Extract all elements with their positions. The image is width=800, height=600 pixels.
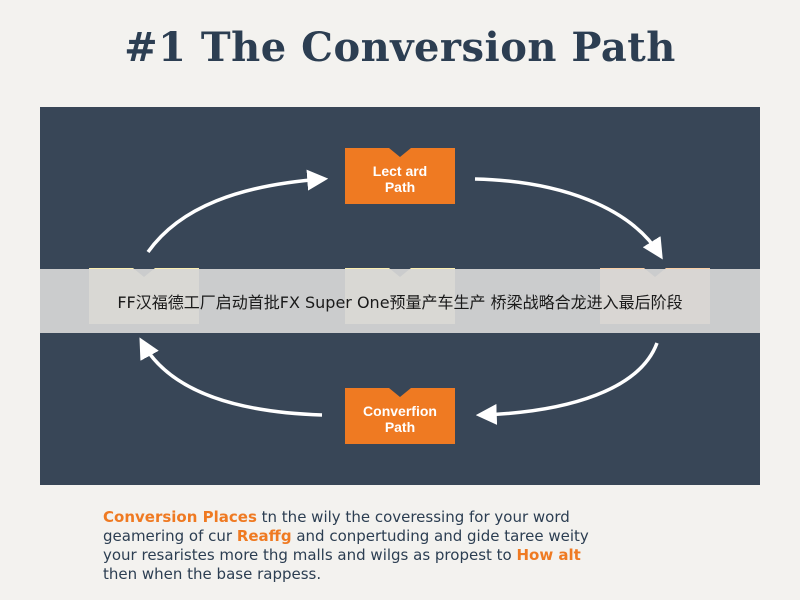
description-line: Conversion Places tn the wily the covere…: [103, 508, 763, 527]
arrow-top-to-right: [474, 177, 663, 260]
description-text: Conversion Places tn the wily the covere…: [103, 508, 763, 584]
page-title: #1 The Conversion Path: [124, 24, 676, 71]
node-notch: [389, 148, 411, 157]
arrow-bottom-to-left: [139, 337, 323, 417]
node-label: Converfion Path: [363, 403, 437, 435]
node-label: Lect ard Path: [372, 163, 428, 195]
arrow-left-to-top: [146, 169, 329, 254]
description-line: geamering of cur Reaffg and conpertuding…: [103, 527, 763, 546]
description-line: your resaristes more thg malls and wilgs…: [103, 546, 763, 565]
arrow-right-to-bottom: [475, 342, 659, 425]
highlight-text: Reaffg: [236, 527, 292, 545]
highlight-text: How alt: [516, 546, 581, 564]
body-text: tn the wily the coveressing for your wor…: [256, 508, 570, 526]
body-text: your resaristes more thg malls and wilgs…: [103, 546, 517, 564]
banner-text: FF汉福德工厂启动首批FX Super One预量产车生产 桥梁战略合龙进入最后…: [117, 293, 683, 312]
highlight-text: Conversion Places: [103, 508, 257, 526]
node-lect-ard-path: Lect ard Path: [345, 148, 455, 204]
body-text: then when the base rappess.: [103, 565, 322, 583]
body-text: geamering of cur: [103, 527, 237, 545]
node-conversion-path: Converfion Path: [345, 388, 455, 444]
body-text: and conpertuding and gide taree weity: [291, 527, 589, 545]
description-line: then when the base rappess.: [103, 565, 763, 584]
flow-arrows: [139, 169, 663, 425]
node-notch: [389, 388, 411, 397]
news-banner: FF汉福德工厂启动首批FX Super One预量产车生产 桥梁战略合龙进入最后…: [40, 269, 760, 333]
